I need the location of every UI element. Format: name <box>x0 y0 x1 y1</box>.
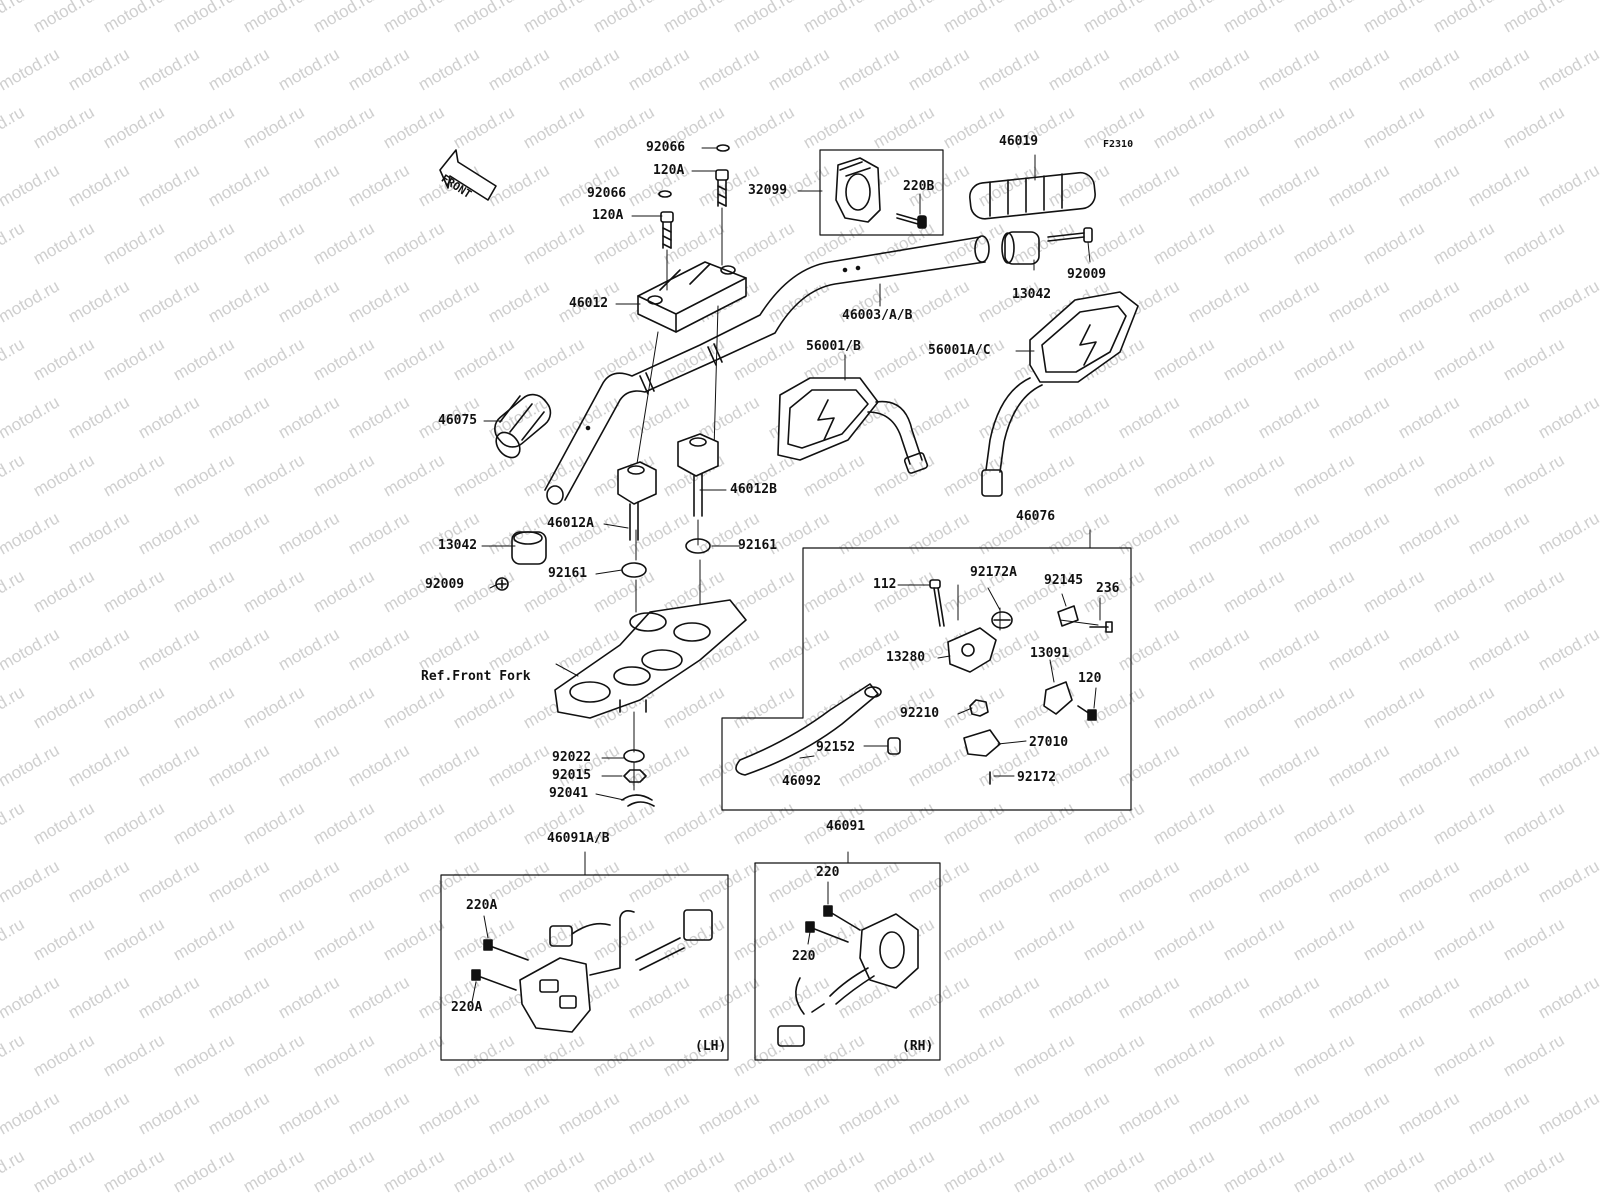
part-label-46092: 46092 <box>782 774 822 789</box>
screw-220B <box>896 213 927 229</box>
part-label-92009: 92009 <box>1067 267 1107 282</box>
cotter-pin-92041 <box>621 794 655 807</box>
grip-housing <box>835 157 881 223</box>
part-label-32099: 32099 <box>748 183 788 198</box>
part-label-220A: 220A <box>466 898 498 913</box>
part-label-13280: 13280 <box>886 650 926 665</box>
part-label-120: 120 <box>1078 671 1102 686</box>
clip-92145 <box>1057 605 1079 627</box>
screw-220A-upper <box>483 939 529 961</box>
lever-assembly-box <box>721 547 1132 811</box>
lever-holder-13280 <box>947 627 997 673</box>
part-label-46012A: 46012A <box>547 516 594 531</box>
part-label-92161: 92161 <box>738 538 778 553</box>
nut-92210 <box>969 699 989 717</box>
lower-holder-b <box>677 433 719 517</box>
part-label-236: 236 <box>1096 581 1120 596</box>
washer-92066-2 <box>716 144 730 152</box>
pin-92152 <box>887 737 901 755</box>
left-grip <box>494 393 552 459</box>
adjuster-92172A <box>991 611 1013 629</box>
screw-220-upper <box>823 905 861 931</box>
nut-92015 <box>623 769 647 783</box>
leader-lines <box>471 147 1101 1003</box>
bar-end-weight-right <box>1001 231 1040 265</box>
part-label-220: 220 <box>816 865 840 880</box>
part-label-220: 220 <box>792 949 816 964</box>
holder-bolt-1 <box>660 211 674 249</box>
bar-end-weight-left <box>511 531 547 565</box>
right-grip <box>969 171 1096 220</box>
screw-220-lower <box>805 921 849 943</box>
bolt-120 <box>1077 705 1097 721</box>
part-label-112: 112 <box>873 577 897 592</box>
bar-end-bolt-left <box>495 577 509 591</box>
part-label-92009: 92009 <box>425 577 465 592</box>
part-label-92210: 92210 <box>900 706 940 721</box>
part-label-92066: 92066 <box>646 140 686 155</box>
screw-236 <box>1089 621 1113 633</box>
bolt-112 <box>929 579 945 627</box>
washer-92161-right <box>685 538 711 554</box>
left-mirror <box>777 377 929 474</box>
part-label-92172A: 92172A <box>970 565 1017 580</box>
part-label-120A: 120A <box>653 163 685 178</box>
front-arrow-icon <box>439 149 497 201</box>
washer-92022 <box>623 749 645 763</box>
washer-92066-1 <box>658 190 672 198</box>
part-label-92041: 92041 <box>549 786 589 801</box>
lh-box-label: (LH) <box>695 1039 727 1054</box>
part-label-92022: 92022 <box>552 750 592 765</box>
rh-box-label: (RH) <box>902 1039 934 1054</box>
part-label-220A: 220A <box>451 1000 483 1015</box>
part-label-92066: 92066 <box>587 186 627 201</box>
part-label-92161: 92161 <box>548 566 588 581</box>
figure-code: F2310 <box>1103 139 1134 150</box>
lh-switch-housing <box>519 909 713 1033</box>
part-label-56001A-c: 56001A/C <box>928 343 991 358</box>
part-label-46091A-b: 46091A/B <box>547 831 610 846</box>
right-mirror <box>981 291 1139 497</box>
rh-switch-housing <box>777 913 919 1047</box>
bar-end-bolt-right <box>1047 227 1093 243</box>
part-label-13042: 13042 <box>1012 287 1052 302</box>
part-label-220B: 220B <box>903 179 935 194</box>
part-label-56001-b: 56001/B <box>806 339 861 354</box>
upper-holder <box>637 261 747 333</box>
clamp-13091 <box>1043 681 1073 715</box>
screw-220A-lower <box>471 969 517 991</box>
part-label-92015: 92015 <box>552 768 592 783</box>
lever-46092 <box>735 683 882 776</box>
ref-front-fork-note: Ref.Front Fork <box>421 669 531 684</box>
part-label-13042: 13042 <box>438 538 478 553</box>
part-label-46076: 46076 <box>1016 509 1056 524</box>
part-label-13091: 13091 <box>1030 646 1070 661</box>
part-label-46075: 46075 <box>438 413 478 428</box>
part-label-46019: 46019 <box>999 134 1039 149</box>
part-label-46012: 46012 <box>569 296 609 311</box>
part-label-120A: 120A <box>592 208 624 223</box>
lower-holder-a <box>617 461 657 541</box>
part-label-92172: 92172 <box>1017 770 1057 785</box>
part-label-46003-a-b: 46003/A/B <box>842 308 913 323</box>
part-label-46091: 46091 <box>826 819 866 834</box>
washer-92161-left <box>621 562 647 578</box>
switch-27010 <box>963 729 1001 757</box>
part-label-27010: 27010 <box>1029 735 1069 750</box>
upper-triple-clamp <box>554 599 747 719</box>
grip-housing-box <box>819 149 944 236</box>
part-label-92145: 92145 <box>1044 573 1084 588</box>
holder-bolt-2 <box>715 169 729 207</box>
part-label-46012B: 46012B <box>730 482 777 497</box>
handlebar-tube <box>544 235 990 505</box>
part-label-92152: 92152 <box>816 740 856 755</box>
